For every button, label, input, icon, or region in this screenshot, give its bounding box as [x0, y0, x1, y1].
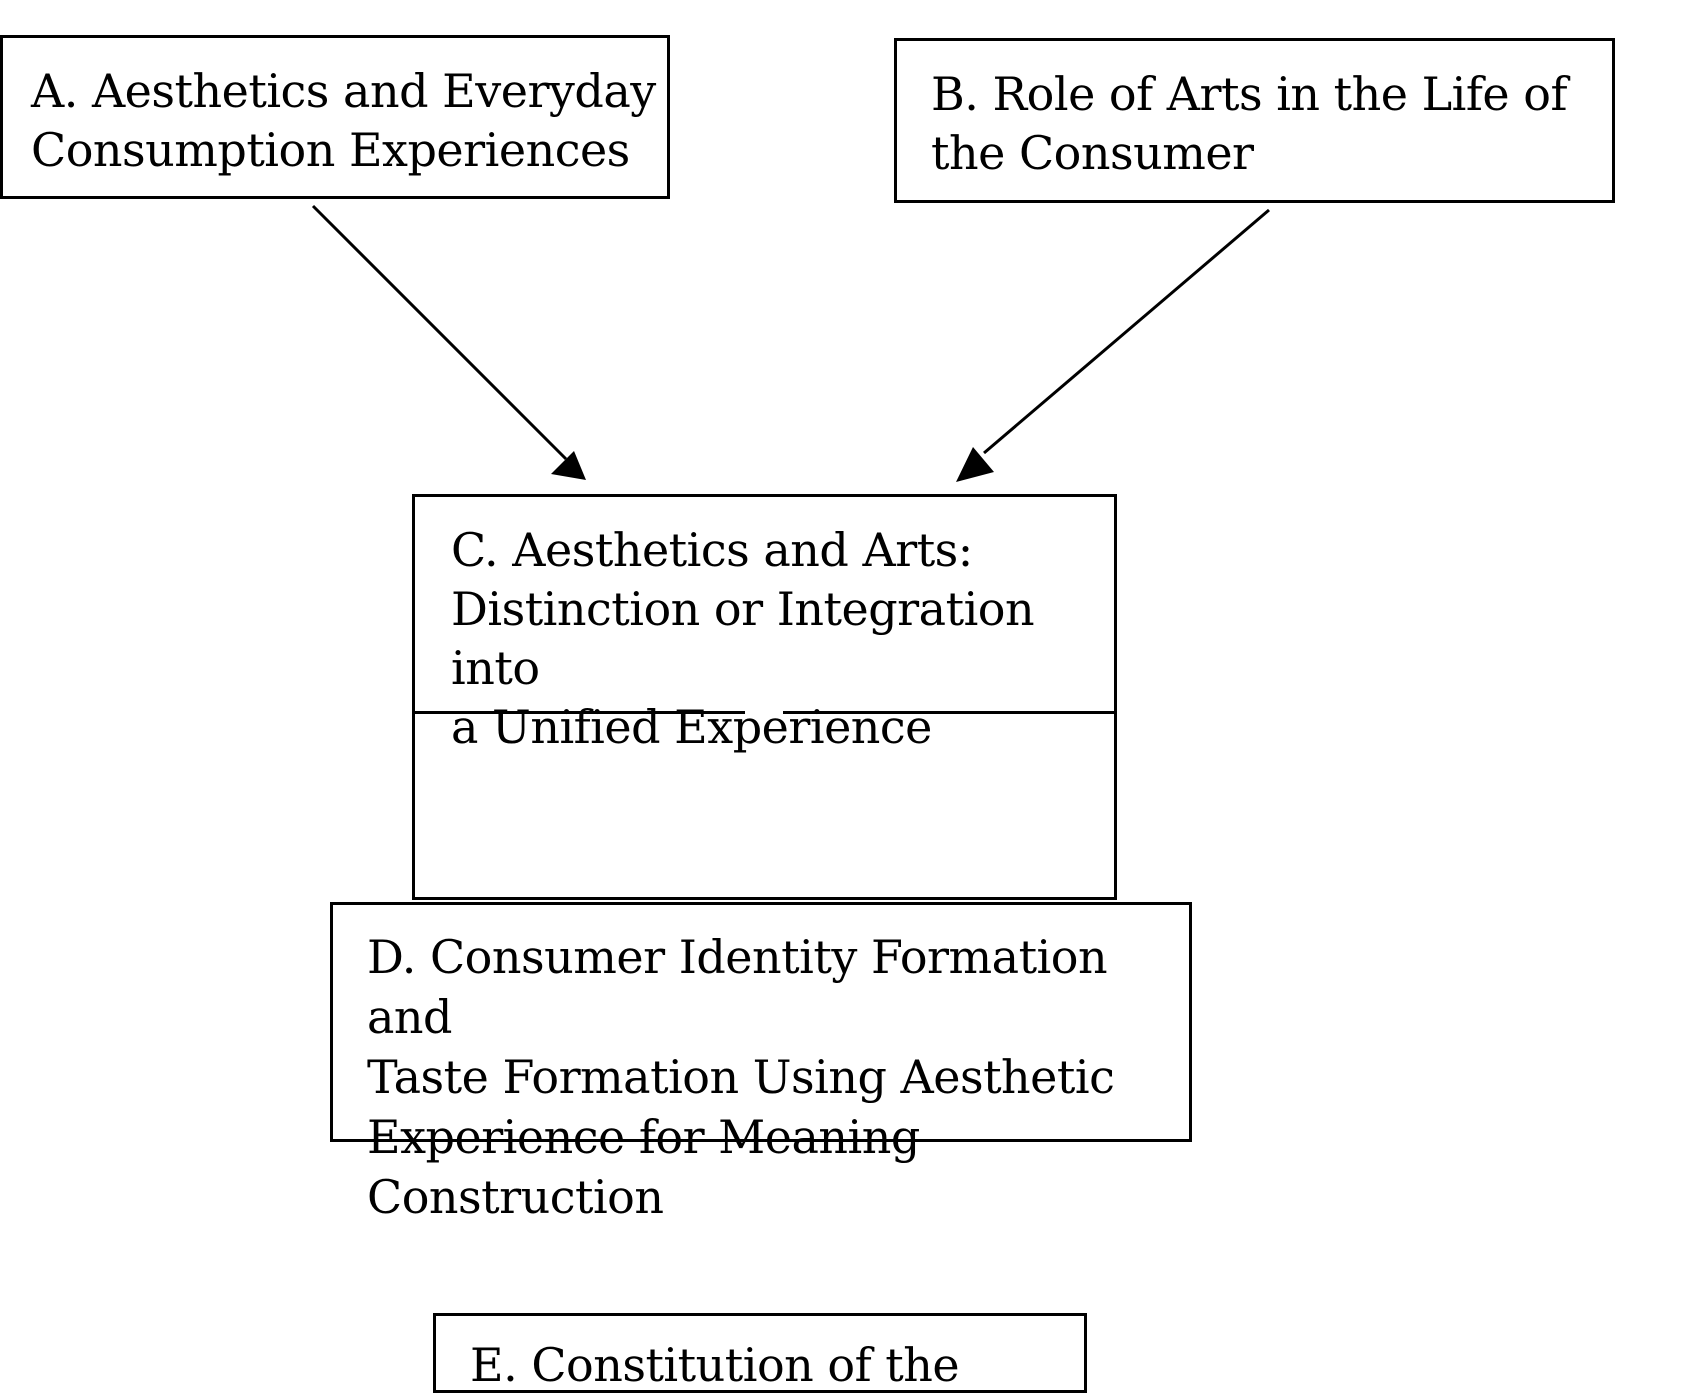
node-b-label: B. Role of Arts in the Life of the Consu…: [931, 67, 1567, 180]
edge-b-to-c-arrowhead: [956, 447, 994, 482]
node-d-box: D. Consumer Identity Formation and Taste…: [330, 902, 1192, 1224]
node-c-label: C. Aesthetics and Arts: Distinction or I…: [451, 523, 1035, 754]
node-e-box: E. Constitution of the: [433, 1313, 1087, 1393]
node-e-label: E. Constitution of the: [470, 1338, 960, 1392]
node-a-box: A. Aesthetics and Everyday Consumption E…: [0, 35, 670, 199]
node-c-divider-left: [415, 711, 745, 714]
node-c-box: C. Aesthetics and Arts: Distinction or I…: [412, 494, 1117, 900]
node-c-divider-right: [783, 711, 1114, 714]
node-a-label: A. Aesthetics and Everyday Consumption E…: [31, 64, 656, 177]
edge-a-to-c-arrowhead: [551, 451, 586, 480]
edge-a-to-c-line: [311, 204, 568, 461]
edge-b-to-c-line: [983, 208, 1270, 455]
node-d-label: D. Consumer Identity Formation and Taste…: [367, 930, 1115, 1224]
node-b-box: B. Role of Arts in the Life of the Consu…: [894, 38, 1615, 203]
